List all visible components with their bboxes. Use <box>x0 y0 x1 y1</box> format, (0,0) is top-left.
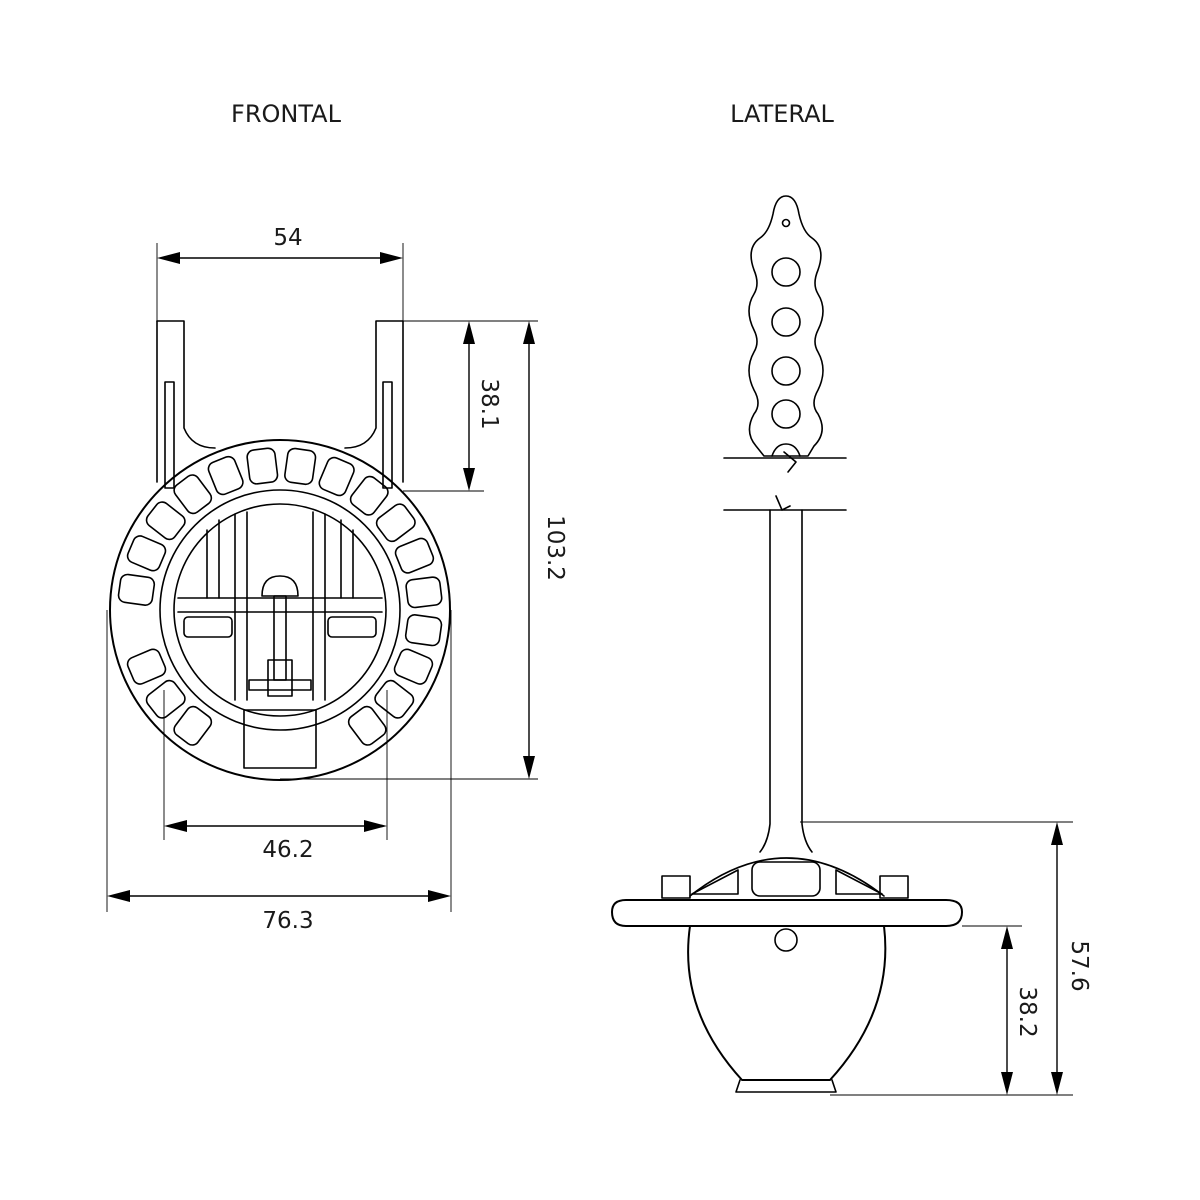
dimension-label: 76.3 <box>262 908 313 934</box>
frontal-arms <box>156 320 404 489</box>
lateral-stem <box>759 509 813 853</box>
dimension-label: 46.2 <box>262 837 313 863</box>
lateral-dome <box>661 857 909 899</box>
lateral-flange <box>611 899 963 927</box>
dimension-label: 57.6 <box>1066 940 1092 991</box>
frontal-extension-lines <box>106 243 538 912</box>
dimension-label: 38.1 <box>476 378 502 429</box>
lateral-view-title: LATERAL <box>730 100 834 128</box>
inner-ring-inner <box>173 503 387 717</box>
dimension-46-2: 46.2 <box>164 820 387 863</box>
outer-ring <box>109 439 451 781</box>
inner-ring <box>159 489 401 731</box>
break-tip <box>775 495 791 511</box>
lateral-bowl <box>687 925 887 1093</box>
lateral-view <box>611 195 963 1093</box>
dimension-label: 38.2 <box>1014 986 1040 1037</box>
dimension-38-1: 38.1 <box>463 321 502 491</box>
lateral-extension-lines <box>800 821 1073 1096</box>
dimension-54: 54 <box>157 225 403 264</box>
dimension-103-2: 103.2 <box>523 321 568 779</box>
dimension-76-3: 76.3 <box>107 890 451 934</box>
lateral-chain <box>748 195 824 473</box>
ring-slots <box>117 447 443 746</box>
dimension-label: 103.2 <box>542 515 568 581</box>
dimension-label: 54 <box>273 225 302 251</box>
dimension-38-2: 38.2 <box>1001 926 1040 1095</box>
frontal-view-title: FRONTAL <box>231 100 342 128</box>
inner-mechanism <box>177 511 383 769</box>
dimension-57-6: 57.6 <box>1051 822 1092 1095</box>
frontal-view <box>109 320 451 781</box>
